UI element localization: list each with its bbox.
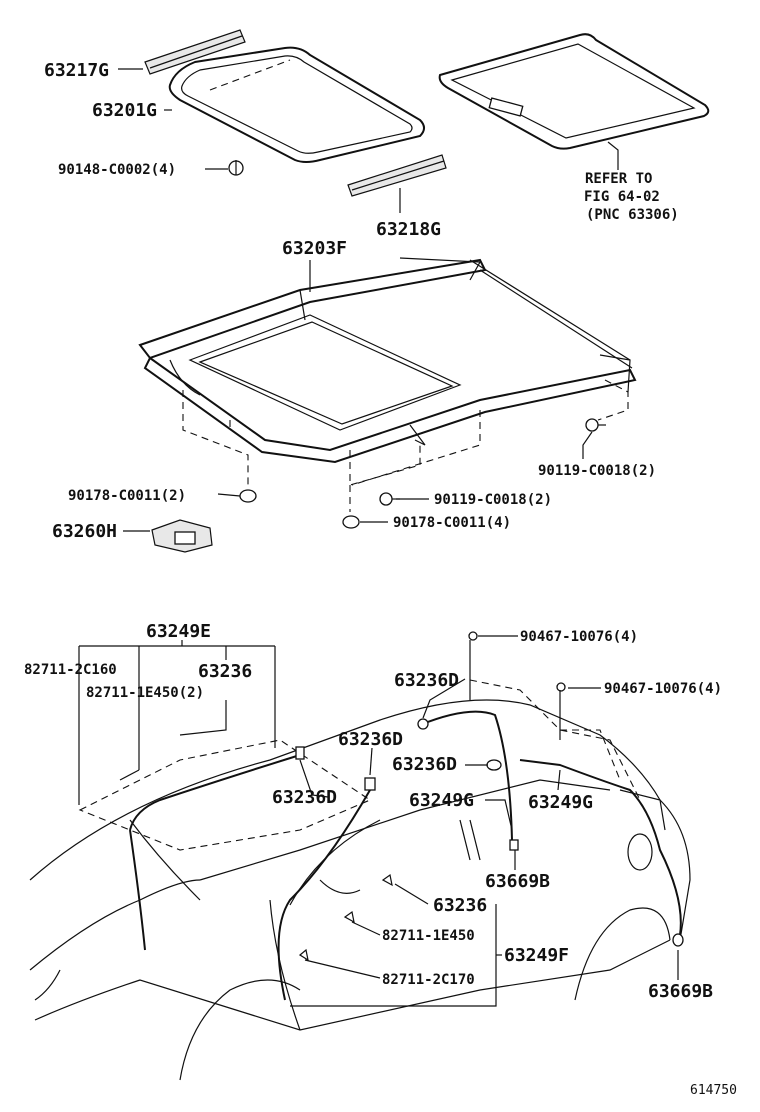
label-refer-line1: REFER TO: [585, 171, 652, 187]
label-63236D-b: 63236D: [338, 729, 403, 750]
label-82711-2C170: 82711-2C170: [382, 972, 475, 988]
label-63236D-c: 63236D: [392, 754, 457, 775]
grommet-63236D-a: [417, 718, 429, 730]
label-90119-center: 90119-C0018(2): [434, 492, 552, 508]
label-63249F: 63249F: [504, 945, 569, 966]
grommet-63669B-a: [509, 839, 519, 851]
label-63249G-b: 63249G: [528, 792, 593, 813]
label-90119-right: 90119-C0018(2): [538, 463, 656, 479]
label-90178-left: 90178-C0011(2): [68, 488, 186, 504]
sunshade-panel: [438, 33, 710, 150]
nut-90178-left: [239, 489, 257, 503]
screw-90467-a: [468, 631, 478, 641]
sunroof-frame-63203F: [138, 257, 637, 464]
label-63236D-d: 63236D: [272, 787, 337, 808]
label-63236D-a: 63236D: [394, 670, 459, 691]
figure-number: 614750: [690, 1083, 737, 1098]
nut-90178-center: [342, 515, 360, 529]
label-82711-1E450: 82711-1E450: [382, 928, 475, 944]
label-63236-mid: 63236: [433, 895, 487, 916]
grommet-63236D-c: [486, 759, 502, 771]
grommet-63236D-d: [295, 746, 305, 760]
label-63236-top: 63236: [198, 661, 252, 682]
vehicle-outline: [29, 699, 691, 1081]
grommet-63236D-b: [364, 777, 376, 791]
label-63249G-a: 63249G: [409, 790, 474, 811]
label-90467-b: 90467-10076(4): [604, 681, 722, 697]
clip-90148: [228, 160, 244, 176]
label-63260H: 63260H: [52, 521, 117, 542]
label-refer-line3: (PNC 63306): [586, 207, 679, 223]
label-63203F: 63203F: [282, 238, 347, 259]
label-90467-a: 90467-10076(4): [520, 629, 638, 645]
weatherstrip-63218G: [347, 154, 447, 197]
motor-63260H: [123, 519, 213, 553]
label-82711-2C160: 82711-2C160: [24, 662, 117, 678]
label-refer-line2: FIG 64-02: [584, 189, 660, 205]
weatherstrip-63217G: [144, 29, 246, 75]
label-63249E: 63249E: [146, 621, 211, 642]
label-63218G: 63218G: [376, 219, 441, 240]
bolt-90119-right: [585, 418, 606, 432]
grommet-63669B-b: [672, 933, 684, 947]
label-63201G: 63201G: [92, 100, 157, 121]
label-82711-1E450-2: 82711-1E450(2): [86, 685, 204, 701]
label-90148: 90148-C0002(4): [58, 162, 176, 178]
label-63217G: 63217G: [44, 60, 109, 81]
screw-90467-b: [556, 682, 566, 692]
glass-63201G: [168, 46, 425, 163]
label-63669B-b: 63669B: [648, 981, 713, 1002]
label-63669B-a: 63669B: [485, 871, 550, 892]
label-90178-center: 90178-C0011(4): [393, 515, 511, 531]
